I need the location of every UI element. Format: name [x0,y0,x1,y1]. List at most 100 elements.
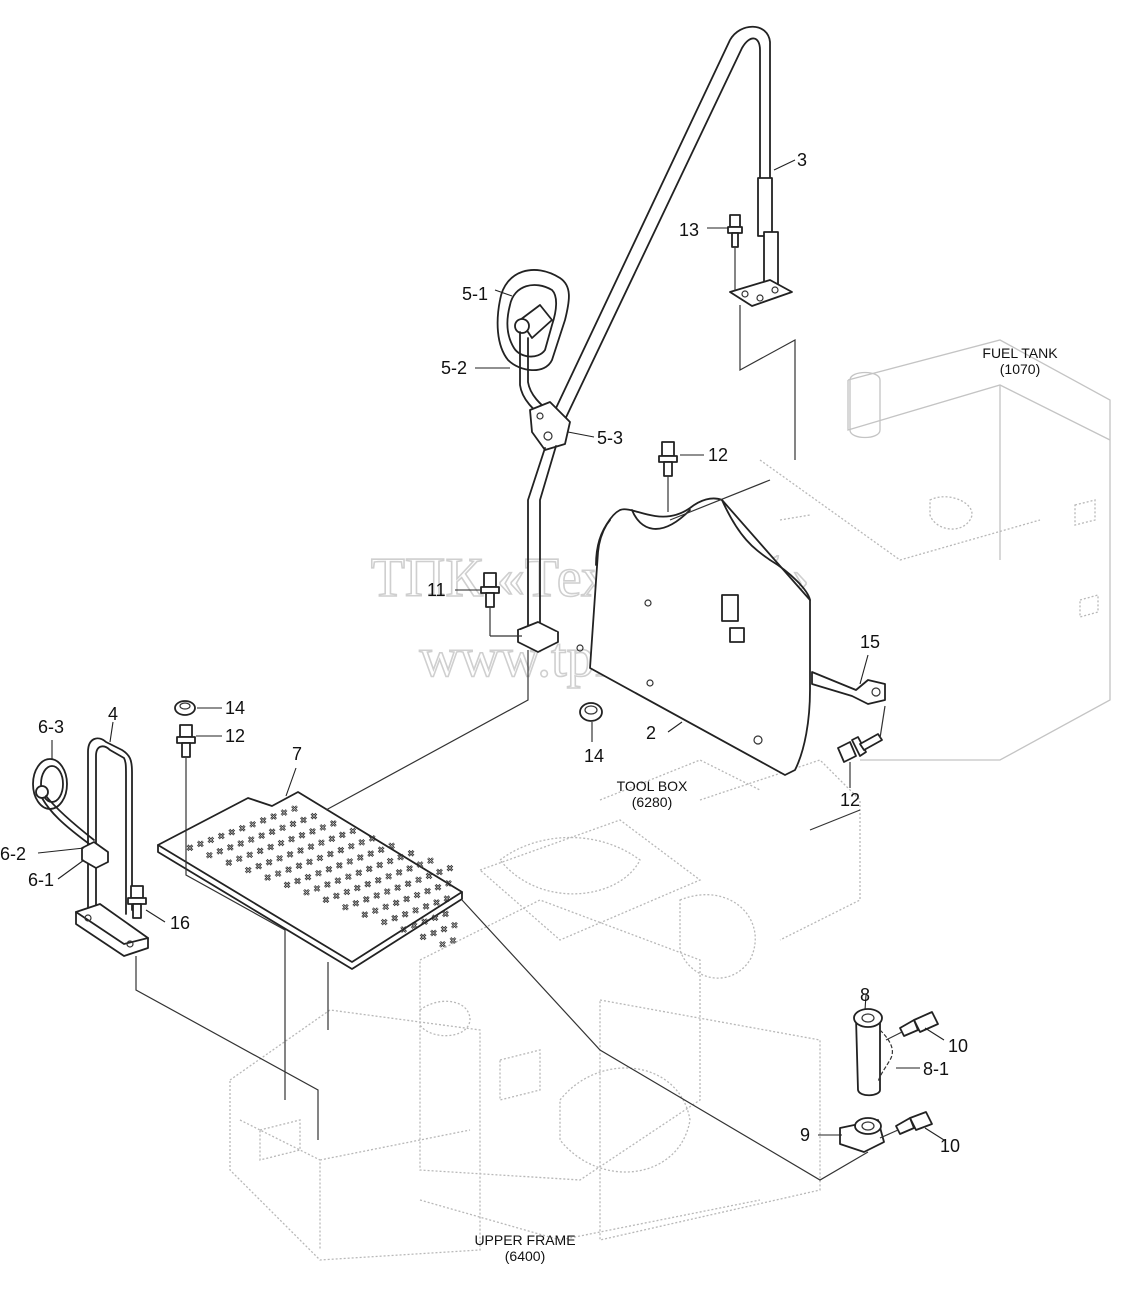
callout-11: 11 [427,580,446,600]
plate-hole [410,922,418,929]
plate-hole [419,933,427,941]
plate-hole [197,840,204,848]
plate-hole [338,831,346,839]
callout-12-left: 12 [225,726,245,746]
bracket-9 [818,1117,885,1153]
plate-hole [343,888,351,896]
plate-hole [401,910,409,918]
plate-hole [421,918,428,926]
callout-5-2: 5-2 [441,358,467,378]
plate-hole [344,873,352,881]
plate-hole [300,816,307,824]
callout-10-bottom: 10 [940,1136,960,1156]
plate-hole [228,828,236,836]
assembly-leader-lines [135,305,869,1181]
plate-hole [407,849,415,857]
plate-hole [385,872,393,880]
mirror-assembly-6 [32,740,109,880]
plate-hole [427,857,434,865]
plate-hole [246,851,254,859]
plate-hole [298,831,306,839]
callout-labels: 3 13 5-1 5-2 5-3 12 11 15 14 12 4 6-3 7 … [0,150,968,1156]
plate-hole [277,839,285,847]
plate-hole [283,881,291,889]
handrail-3 [547,25,796,431]
plate-hole [334,877,342,884]
plate-hole [442,910,449,918]
callout-3: 3 [797,150,807,170]
plate-hole [276,854,283,862]
plate-hole [329,820,337,827]
plate-hole [294,877,301,885]
callout-15: 15 [860,632,880,652]
plate-hole [412,906,419,914]
callout-14-left: 14 [225,698,245,718]
plate-hole [451,921,458,929]
plate-hole [433,899,440,906]
bolt-10-top [885,1011,945,1041]
plate-hole [237,840,245,847]
plate-hole [297,847,304,854]
plate-hole [225,859,233,866]
plate-hole [392,899,400,907]
plate-hole [258,832,265,839]
plate-hole [265,858,273,866]
plate-hole [206,851,213,859]
callout-13: 13 [679,220,699,240]
plate-hole [445,879,452,887]
plate-hole [267,843,274,851]
plate-hole [285,866,292,874]
plate-hole [368,835,376,842]
upper-frame-caption: UPPER FRAME [474,1232,575,1248]
bolt-10-bottom [879,1111,945,1141]
fuel-tank-code: (1070) [1000,361,1040,377]
callout-16: 16 [170,913,190,933]
handrail-4 [75,721,149,957]
callout-6-3: 6-3 [38,717,64,737]
pin-8-chain-8-1 [853,994,920,1097]
plate-hole [449,937,457,944]
callout-12-right: 12 [840,790,860,810]
plate-hole [374,876,382,884]
plate-hole [306,858,313,866]
plate-hole [216,847,224,855]
plate-hole [440,925,448,933]
plate-hole [259,817,267,824]
callout-8-1: 8-1 [923,1059,949,1079]
bolt-12-right [837,705,886,788]
floor-plate-7 [157,767,463,970]
plate-hole [415,876,422,884]
tool-box-2 [576,497,811,776]
plate-hole [309,827,316,835]
plate-hole [365,865,373,873]
plate-hole [295,862,303,870]
plate-hole [324,881,331,888]
plate-hole [270,813,277,820]
plate-hole [244,866,252,874]
plate-hole [325,865,333,873]
plate-hole [380,918,388,926]
plate-hole [315,869,322,877]
plate-hole [346,858,354,865]
plate-hole [356,854,364,861]
plate-hole [394,884,401,891]
bracket-15 [811,654,886,705]
plate-hole [355,869,363,877]
plate-hole [238,824,246,832]
plate-hole [288,835,295,843]
mirror-assembly-5 [475,269,595,653]
plate-hole [422,903,430,910]
plate-hole [443,895,451,902]
bolt-12-top [658,441,704,512]
callout-4: 4 [108,704,118,724]
plate-hole [279,824,286,832]
plate-hole [307,843,315,850]
plate-hole [274,870,282,877]
plate-hole [264,874,272,881]
plate-hole [303,888,310,896]
plate-hole [347,842,355,850]
plate-hole [226,844,234,851]
plate-hole [318,839,325,847]
plate-hole [406,865,413,872]
